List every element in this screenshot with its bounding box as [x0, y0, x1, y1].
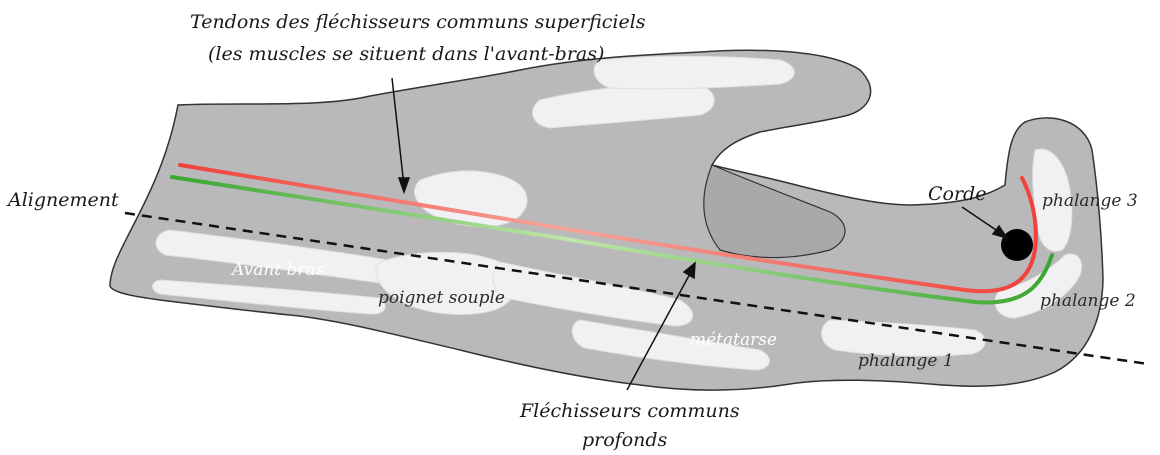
superficial-tendons-label-2: (les muscles se situent dans l'avant-bra…: [208, 43, 604, 65]
string-dot: [1001, 229, 1033, 261]
deep-flexors-label-1: Fléchisseurs communs: [519, 400, 740, 422]
phalanx-1-label: phalange 1: [858, 351, 954, 371]
metatarsal-label: métatarse: [690, 330, 777, 350]
alignment-label: Alignement: [6, 189, 119, 211]
thumb-bone-2: [594, 56, 794, 89]
superficial-tendons-label-1: Tendons des fléchisseurs communs superfi…: [190, 11, 646, 33]
phalanx-3-label: phalange 3: [1042, 191, 1138, 211]
phalanx-2-label: phalange 2: [1040, 291, 1136, 311]
forearm-label: Avant bras: [230, 260, 325, 280]
deep-flexors-label-2: profonds: [582, 429, 668, 451]
wrist-label: poignet souple: [378, 288, 505, 308]
string-label: Corde: [928, 183, 986, 205]
